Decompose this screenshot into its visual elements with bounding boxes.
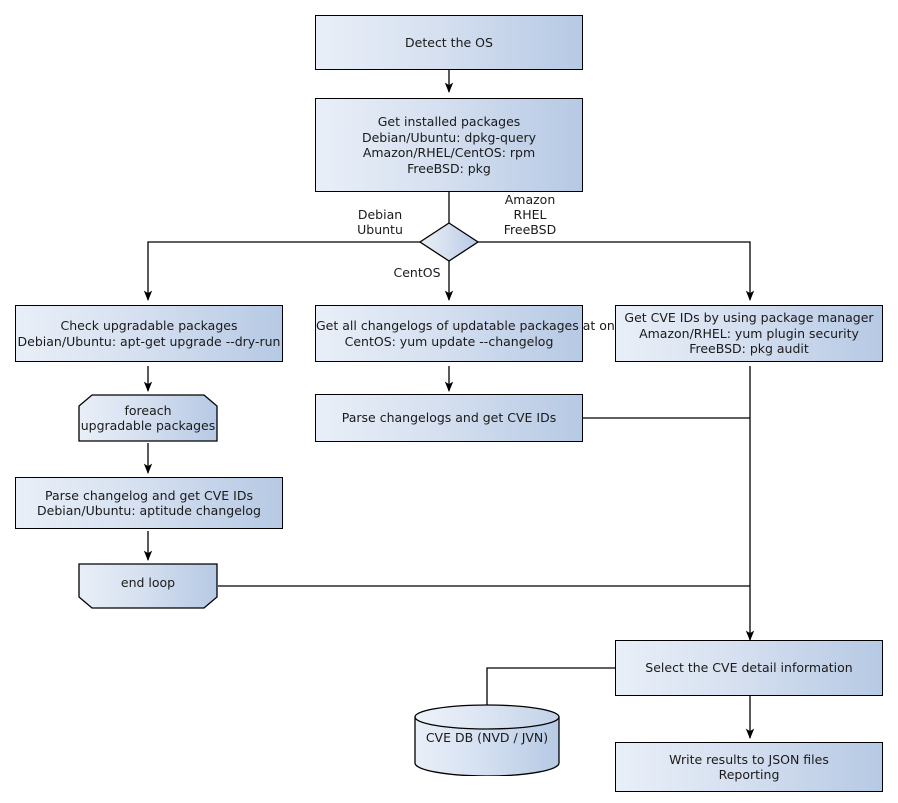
node-select-cve-label: Select the CVE detail information [645,660,853,676]
node-parse-changelogs-label: Parse changelogs and get CVE IDs [341,410,557,426]
node-write-results-json[interactable]: Write results to JSON files Reporting [615,742,883,792]
edge-label-debian-line1: Debian [357,207,403,222]
node-get-installed-line3: Amazon/RHEL/CentOS: rpm [362,145,536,160]
loop-start-shape [78,394,218,442]
node-parse-changelog-line2: Debian/Ubuntu: aptitude changelog [37,503,261,518]
node-get-cve-pm-line1: Get CVE IDs by using package manager [624,310,874,326]
node-select-cve-detail[interactable]: Select the CVE detail information [615,640,883,696]
node-check-upgradable-line2: Debian/Ubuntu: apt-get upgrade --dry-run [17,333,281,349]
node-parse-changelogs-get-cve-ids[interactable]: Parse changelogs and get CVE IDs [315,394,583,442]
edge-label-amazon-line2: RHEL [513,207,547,222]
edge-label-amazon-rhel-freebsd: Amazon RHEL FreeBSD [490,192,570,237]
decision-diamond-shape [418,222,480,262]
node-get-all-changelogs[interactable]: Get all changelogs of updatable packages… [315,305,630,362]
edge-label-centos: CentOS [389,265,445,280]
node-detect-os-label: Detect the OS [405,34,493,50]
node-cve-database[interactable]: CVE DB (NVD / JVN) [413,704,561,777]
node-parse-changelog-line1: Parse changelog and get CVE IDs [45,487,253,503]
loop-end-shape [78,563,218,609]
edge-label-debian-ubuntu: Debian Ubuntu [345,207,415,237]
edge-label-amazon-line3: FreeBSD [503,222,557,237]
node-os-decision[interactable] [418,222,480,262]
node-get-cve-ids-package-manager[interactable]: Get CVE IDs by using package manager Ama… [615,305,883,362]
node-write-json-line1: Write results to JSON files [669,751,829,767]
node-detect-os[interactable]: Detect the OS [315,15,583,70]
node-check-upgradable-line1: Check upgradable packages [60,318,238,333]
node-get-changelogs-line1: Get all changelogs of updatable packages… [316,318,630,333]
node-foreach-upgradable-packages[interactable]: foreach upgradable packages [78,394,218,442]
database-cylinder-icon [414,704,560,777]
node-get-changelogs-line2: CentOS: yum update --changelog [344,333,554,349]
node-get-installed-line4: FreeBSD: pkg [407,160,491,176]
node-cve-db-label: CVE DB (NVD / JVN) [425,730,549,745]
edge-label-centos-text: CentOS [393,265,441,280]
node-end-loop[interactable]: end loop [78,563,218,609]
edge-label-amazon-line1: Amazon [504,192,556,207]
node-get-installed-line2: Debian/Ubuntu: dpkg-query [361,129,537,145]
node-check-upgradable-packages[interactable]: Check upgradable packages Debian/Ubuntu:… [15,305,283,362]
node-get-installed-packages[interactable]: Get installed packages Debian/Ubuntu: dp… [315,98,583,192]
node-get-installed-line1: Get installed packages [377,114,521,129]
node-get-cve-pm-line3: FreeBSD: pkg audit [689,341,809,357]
edge-label-debian-line2: Ubuntu [357,222,403,237]
node-foreach-line2: upgradable packages [80,418,216,433]
node-foreach-line1: foreach [124,402,172,418]
node-get-cve-pm-line2: Amazon/RHEL: yum plugin security [639,325,859,341]
node-end-loop-label: end loop [120,575,176,591]
node-parse-changelog-aptitude[interactable]: Parse changelog and get CVE IDs Debian/U… [15,477,283,529]
node-write-json-line2: Reporting [718,767,780,782]
